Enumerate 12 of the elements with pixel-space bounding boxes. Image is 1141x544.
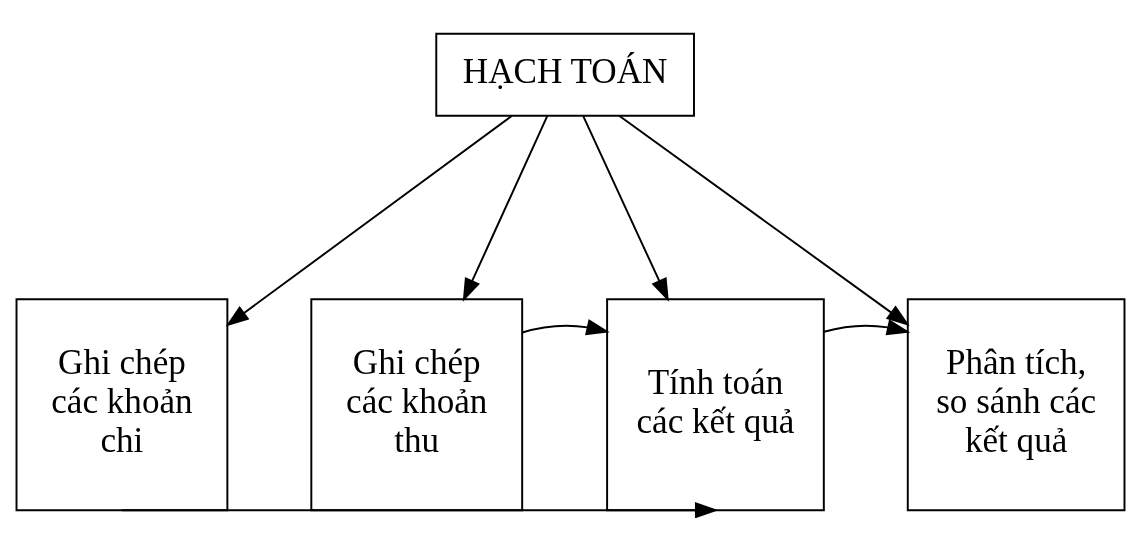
node-box: Ghi chép các khoản thu <box>310 298 524 512</box>
node-box: Tính toán các kết quả <box>606 298 825 512</box>
node-box: Phân tích, so sánh các kết quả <box>906 298 1126 512</box>
arrow <box>225 115 513 327</box>
node-box: Ghi chép các khoản chi <box>15 298 229 512</box>
node-box: HẠCH TOÁN <box>435 32 695 117</box>
arrow <box>618 115 910 326</box>
arrow <box>462 115 549 302</box>
arrow <box>582 115 669 302</box>
arrow <box>521 319 610 336</box>
arrow <box>823 319 911 336</box>
arrow <box>120 502 719 518</box>
